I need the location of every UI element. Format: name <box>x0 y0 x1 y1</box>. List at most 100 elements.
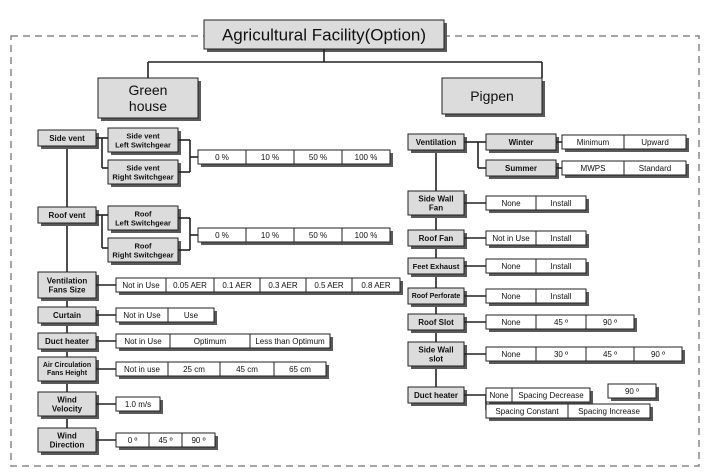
ventilation-fans-options-cell <box>351 277 401 293</box>
ventilation-fans-options-option: Not in Use <box>122 281 160 290</box>
side-wall-fan-options-option: Install <box>551 199 572 208</box>
gh-duct-heater-options-option: Optimum <box>194 337 227 346</box>
roof-slot-options-option: 90 º <box>603 318 617 327</box>
gh-duct-heater-options-option: Not in Use <box>124 337 162 346</box>
feet-exhaust-options-option: Install <box>551 262 572 271</box>
air-circulation-options-option: 65 cm <box>289 365 311 374</box>
roof-vent-right-switchgear <box>107 237 179 263</box>
roof-vent-left-switchgear <box>107 205 179 231</box>
roof-vent-options-option: 0 % <box>215 231 229 240</box>
wind-velocity-box <box>37 391 97 417</box>
side-wall-fan-options-option: None <box>501 199 521 208</box>
side-wall-slot-options-option: 90 º <box>651 350 665 359</box>
side-vent-options-cell <box>341 149 391 165</box>
air-circulation-options-option: 45 cm <box>236 365 258 374</box>
curtain-options-cell <box>167 307 215 323</box>
winter-box-label: Winter <box>509 138 534 147</box>
diagram-title-label: Agricultural Facility(Option) <box>222 25 426 44</box>
gh-duct-heater-options-cell <box>249 333 331 349</box>
roof-perforate-options-cell <box>535 288 587 304</box>
feet-exhaust-options-cell <box>535 258 587 274</box>
side-wall-fan-box <box>407 190 465 216</box>
side-wall-slot-options-option: 30 º <box>554 350 568 359</box>
ventilation-fans-options-option: 0.3 AER <box>268 281 298 290</box>
curtain-options-option: Use <box>184 311 199 320</box>
ventilation-fans-options-option: 0.5 AER <box>314 281 344 290</box>
wind-direction-options-cell <box>181 432 216 448</box>
air-circulation-options-option: 25 cm <box>183 365 205 374</box>
pp-duct-heater-row1-cell <box>511 387 591 403</box>
summer-options-option: MWPS <box>581 164 606 173</box>
roof-slot-options-option: None <box>501 318 521 327</box>
air-circulation-options-cell <box>273 361 327 377</box>
side-wall-slot-options-option: 45 º <box>603 350 617 359</box>
roof-vent-options-option: 50 % <box>309 231 327 240</box>
dashed-frame <box>10 35 700 467</box>
pp-duct-heater-row2-option: Spacing Constant <box>495 407 559 416</box>
pigpen-header-label: Pigpen <box>470 88 514 104</box>
pp-duct-heater-extra-label: 90 º <box>625 387 639 396</box>
diagram-title <box>203 19 445 50</box>
greenhouse-header <box>97 77 199 119</box>
curtain-box-label: Curtain <box>53 311 81 320</box>
summer-box-label: Summer <box>505 164 537 173</box>
side-vent-options-option: 10 % <box>261 153 279 162</box>
ventilation-fans-options-option: 0.05 AER <box>173 281 207 290</box>
roof-fan-options-option: Install <box>551 234 572 243</box>
pp-duct-heater-row1-option: Spacing Decrease <box>518 391 584 400</box>
pp-duct-heater-row2-cell <box>567 403 651 419</box>
pp-duct-heater-row2-option: Spacing Increase <box>578 407 640 416</box>
winter-options-option: Upward <box>641 138 669 147</box>
side-vent-right-switchgear <box>107 159 179 185</box>
roof-vent-options-option: 10 % <box>261 231 279 240</box>
winter-options-option: Minimum <box>577 138 610 147</box>
side-vent-options-option: 0 % <box>215 153 229 162</box>
gh-duct-heater-options-option: Less than Optimum <box>255 337 325 346</box>
winter-options-cell <box>623 134 687 150</box>
side-wall-fan-options-cell <box>535 195 587 211</box>
pp-duct-heater-extra <box>607 383 657 399</box>
curtain-options-option: Not in Use <box>123 311 161 320</box>
wind-direction-options-option: 45 º <box>158 436 172 445</box>
ventilation-fans-size-box <box>37 271 97 299</box>
roof-fan-options-cell <box>535 230 587 246</box>
side-vent-options-option: 50 % <box>309 153 327 162</box>
roof-slot-box-label: Roof Slot <box>418 318 454 327</box>
side-vent-options-option: 100 % <box>355 153 378 162</box>
pp-duct-heater-box-label: Duct heater <box>414 391 458 400</box>
roof-perforate-options-option: None <box>501 292 521 301</box>
ventilation-fans-options-option: 0.1 AER <box>222 281 252 290</box>
pigpen-ventilation-box-label: Ventilation <box>416 138 457 147</box>
side-wall-slot-options-option: None <box>501 350 521 359</box>
side-wall-slot-box <box>407 341 465 367</box>
roof-vent-options-option: 100 % <box>355 231 378 240</box>
roof-fan-options-option: Not in Use <box>492 234 530 243</box>
roof-vent-options-cell <box>341 227 391 243</box>
wind-direction-options-option: 90 º <box>191 436 205 445</box>
roof-slot-options-cell <box>585 314 635 330</box>
pigpen-header <box>441 77 543 115</box>
wind-velocity-options-cell <box>115 396 161 412</box>
feet-exhaust-options-option: None <box>501 262 521 271</box>
roof-fan-box-label: Roof Fan <box>419 234 454 243</box>
roof-vent-box-label: Roof vent <box>49 211 86 220</box>
air-circulation-options-option: Not in use <box>124 365 161 374</box>
roof-perforate-box-label: Roof Perforate <box>412 293 461 300</box>
summer-options-option: Standard <box>639 164 671 173</box>
roof-perforate-options-option: Install <box>551 292 572 301</box>
ventilation-fans-options-option: 0.8 AER <box>361 281 391 290</box>
side-vent-box-label: Side vent <box>49 134 85 143</box>
side-wall-slot-options-cell <box>633 346 683 362</box>
